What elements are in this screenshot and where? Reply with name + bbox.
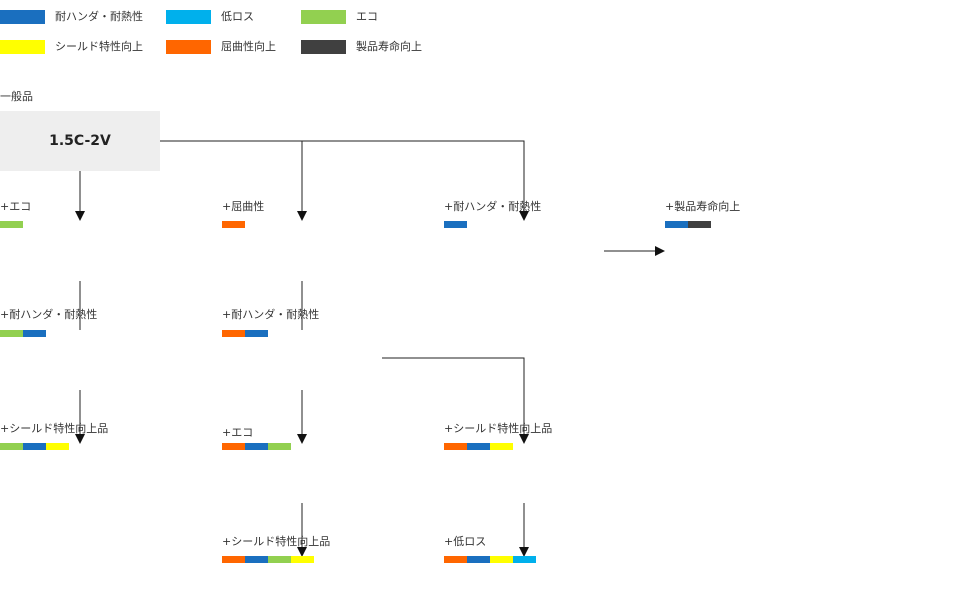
node-tag-lowloss: +低ロス: [444, 535, 487, 548]
feature-bars: [222, 221, 245, 228]
legend-swatch-life: [301, 40, 346, 54]
node-tag-flex: +屈曲性: [222, 200, 265, 213]
feature-bar-life: [688, 221, 711, 228]
feature-bar-eco: [0, 330, 23, 337]
node-tag-eco: +エコ: [0, 200, 32, 213]
feature-bars: [222, 556, 314, 563]
legend-label-flex: 屈曲性向上: [221, 40, 276, 53]
feature-bar-heat: [467, 443, 490, 450]
legend-label-life: 製品寿命向上: [356, 40, 422, 53]
node-tag-shield: +シールド特性向上品: [444, 422, 553, 435]
node-tag-life: +製品寿命向上: [665, 200, 741, 213]
feature-bar-heat: [245, 330, 268, 337]
legend-swatch-lowloss: [166, 10, 211, 24]
feature-bar-lowloss: [513, 556, 536, 563]
node-tag-heat: +耐ハンダ・耐熱性: [0, 308, 98, 321]
legend-label-shield: シールド特性向上: [55, 40, 143, 53]
feature-bars: [0, 443, 69, 450]
feature-bar-flex: [222, 330, 245, 337]
legend-label-eco: エコ: [356, 10, 378, 23]
product-name: 1.5C-2V: [49, 133, 111, 149]
node-tag-shield: +シールド特性向上品: [222, 535, 331, 548]
feature-bar-heat: [245, 556, 268, 563]
feature-bar-flex: [444, 443, 467, 450]
node-tag-general: 一般品: [0, 90, 33, 103]
feature-bar-shield: [46, 443, 69, 450]
legend-swatch-heat: [0, 10, 45, 24]
edge-n7-n10: [382, 357, 529, 444]
feature-bars: [222, 443, 291, 450]
node-tag-heat: +耐ハンダ・耐熱性: [444, 200, 542, 213]
feature-bar-heat: [444, 221, 467, 228]
legend-swatch-eco: [301, 10, 346, 24]
edge-n1-n4: [302, 140, 529, 221]
node-tag-heat: +耐ハンダ・耐熱性: [222, 308, 320, 321]
feature-bars: [0, 221, 23, 228]
feature-bar-heat: [23, 330, 46, 337]
feature-bar-flex: [444, 556, 467, 563]
feature-bars: [0, 330, 46, 337]
feature-bar-heat: [23, 443, 46, 450]
feature-bar-heat: [665, 221, 688, 228]
legend-swatch-shield: [0, 40, 45, 54]
feature-bar-flex: [222, 443, 245, 450]
feature-bars: [444, 221, 467, 228]
feature-bar-shield: [291, 556, 314, 563]
node-tag-shield: +シールド特性向上品: [0, 422, 109, 435]
node-tag-eco: +エコ: [222, 426, 254, 439]
feature-bar-eco: [268, 556, 291, 563]
feature-bar-eco: [0, 443, 23, 450]
product-node-1-5c-2v: 1.5C-2V: [0, 111, 160, 171]
feature-bars: [444, 556, 536, 563]
feature-bars: [444, 443, 513, 450]
feature-bar-shield: [490, 443, 513, 450]
feature-bar-heat: [467, 556, 490, 563]
feature-bar-shield: [490, 556, 513, 563]
feature-bar-eco: [0, 221, 23, 228]
feature-bars: [222, 330, 268, 337]
feature-bar-flex: [222, 556, 245, 563]
feature-bar-eco: [268, 443, 291, 450]
legend-label-heat: 耐ハンダ・耐熱性: [55, 10, 143, 23]
legend-label-lowloss: 低ロス: [221, 10, 254, 23]
feature-bars: [665, 221, 711, 228]
feature-bar-heat: [245, 443, 268, 450]
feature-bar-flex: [222, 221, 245, 228]
legend-swatch-flex: [166, 40, 211, 54]
